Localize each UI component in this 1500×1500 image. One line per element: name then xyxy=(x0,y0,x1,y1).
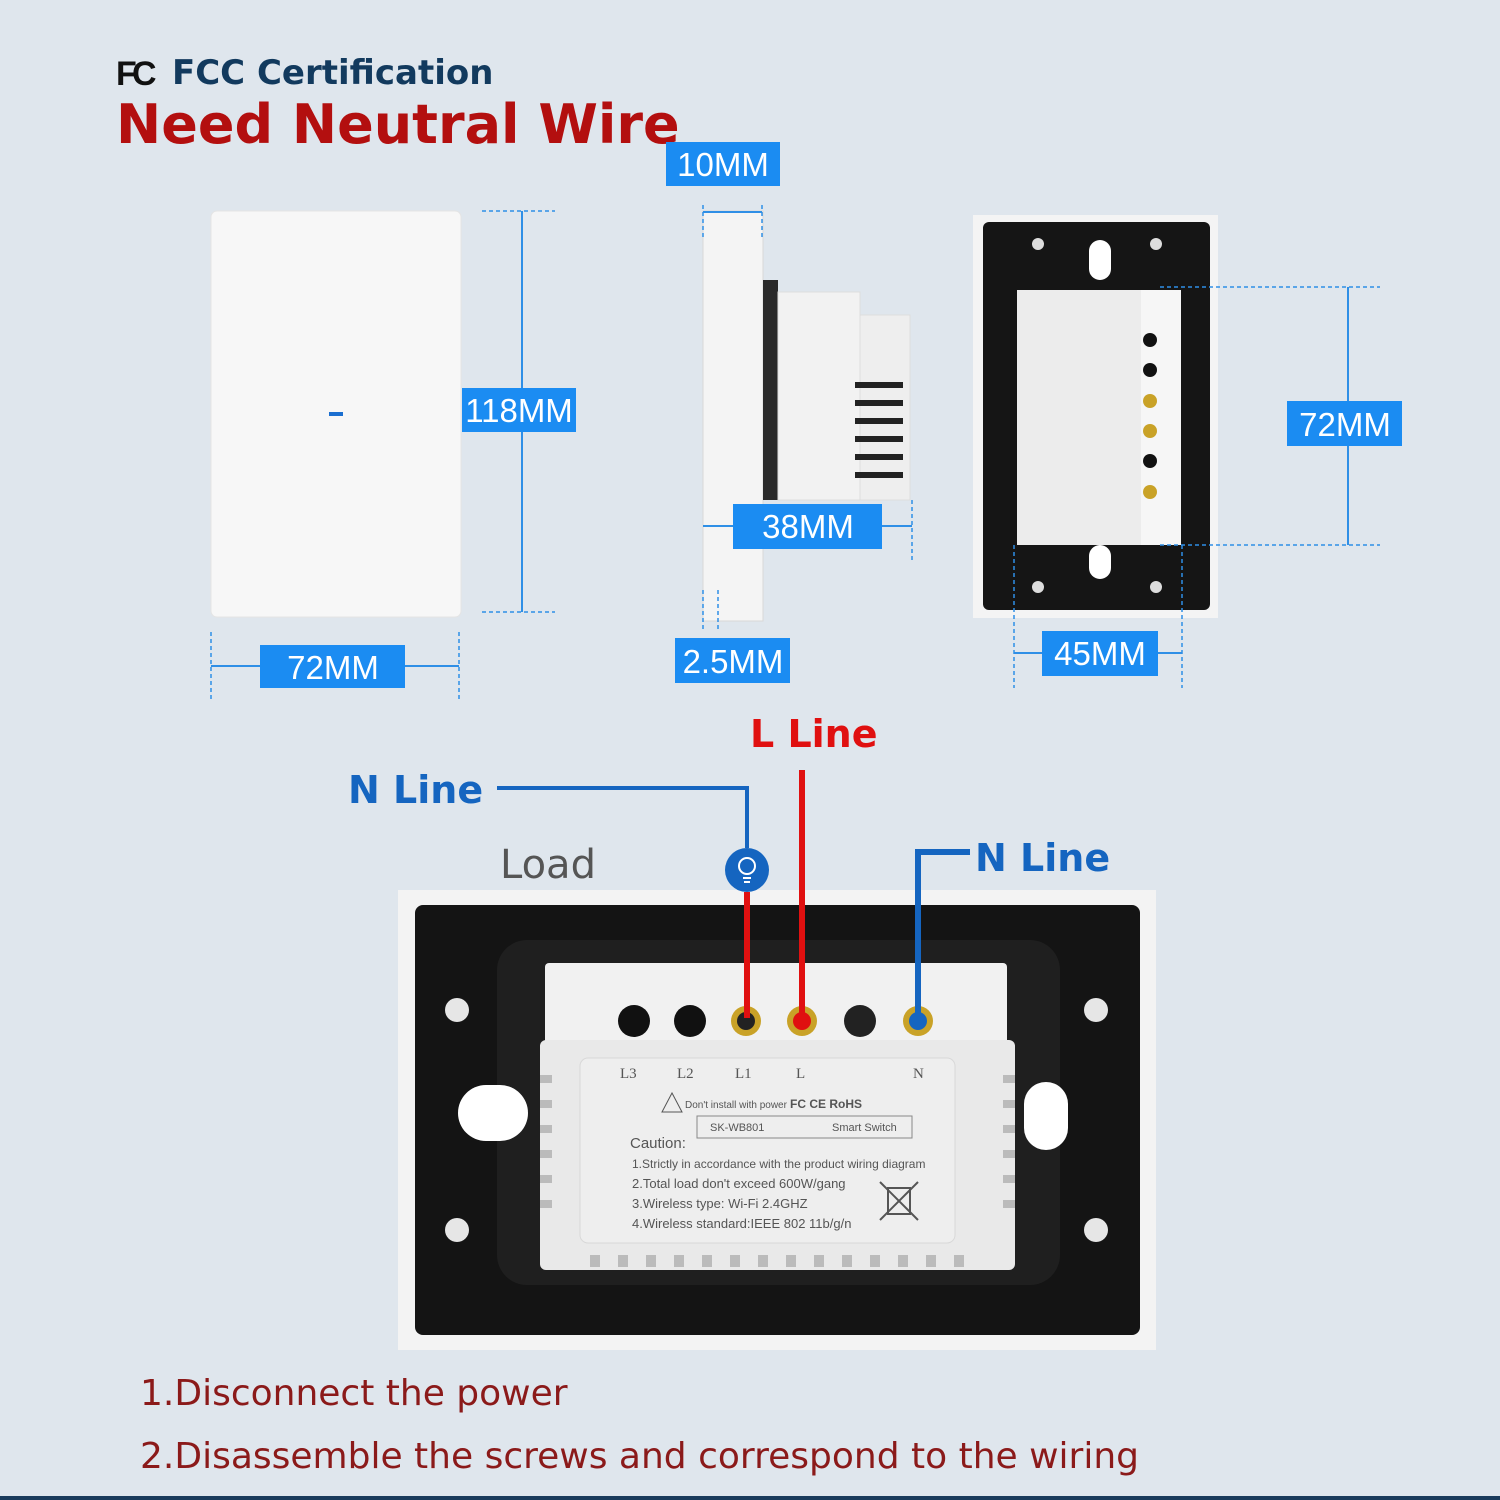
caution-line: 2.Total load don't exceed 600W/gang xyxy=(632,1176,846,1191)
back-width-label: 45MM xyxy=(1054,635,1146,672)
side-view: 10MM 38MM 2.5MM xyxy=(666,142,913,683)
front-height-label: 118MM xyxy=(465,392,573,429)
n-line-left-label: N Line xyxy=(348,768,483,812)
back-height-label: 72MM xyxy=(1299,406,1391,443)
weee-bin-icon xyxy=(879,1181,919,1221)
light-bulb-icon xyxy=(725,848,769,892)
terminal-l1: L1 xyxy=(735,1066,752,1082)
terminal-l2: L2 xyxy=(677,1066,694,1082)
svg-text:C: C xyxy=(132,55,157,93)
caution-line: 3.Wireless type: Wi-Fi 2.4GHZ xyxy=(632,1196,808,1211)
certification-text: FCC Certification xyxy=(172,53,493,93)
l-line-label: L Line xyxy=(750,712,878,756)
switch-back-large: L3 L2 L1 L N Don't install with power FC… xyxy=(398,890,1156,1350)
load-label: Load xyxy=(500,842,596,888)
side-top-depth-label: 10MM xyxy=(677,146,769,183)
page-title: Need Neutral Wire xyxy=(116,93,680,156)
front-width-label: 72MM xyxy=(287,649,379,686)
neutral-wire-n xyxy=(915,849,970,1018)
certification-marks: FC CE RoHS xyxy=(790,1097,862,1111)
n-line-right-label: N Line xyxy=(975,836,1110,880)
neutral-wire-to-load xyxy=(497,786,749,848)
fcc-logo-icon: F C xyxy=(116,55,157,93)
terminal-screws xyxy=(618,1005,933,1037)
warning-text: Don't install with power xyxy=(685,1100,788,1111)
caution-line: 4.Wireless standard:IEEE 802 11b/g/n xyxy=(632,1216,851,1231)
step-2: 2.Disassemble the screws and correspond … xyxy=(140,1436,1139,1477)
terminal-l3: L3 xyxy=(620,1066,637,1082)
side-body-depth-label: 38MM xyxy=(762,508,854,545)
plate-thickness-label: 2.5MM xyxy=(683,643,784,680)
back-view: 72MM 45MM xyxy=(973,215,1402,688)
product-name: Smart Switch xyxy=(832,1122,897,1134)
model-number: SK-WB801 xyxy=(710,1122,764,1134)
front-view: 118MM 72MM xyxy=(210,210,576,702)
terminal-n: N xyxy=(913,1066,924,1082)
svg-text:F: F xyxy=(116,55,137,93)
indicator-led xyxy=(329,412,343,416)
caution-title: Caution: xyxy=(630,1135,686,1152)
warning-icon xyxy=(661,1091,683,1113)
step-1: 1.Disconnect the power xyxy=(140,1373,568,1414)
caution-line: 1.Strictly in accordance with the produc… xyxy=(632,1157,925,1171)
terminal-l: L xyxy=(796,1066,805,1082)
bottom-border xyxy=(0,1496,1500,1500)
